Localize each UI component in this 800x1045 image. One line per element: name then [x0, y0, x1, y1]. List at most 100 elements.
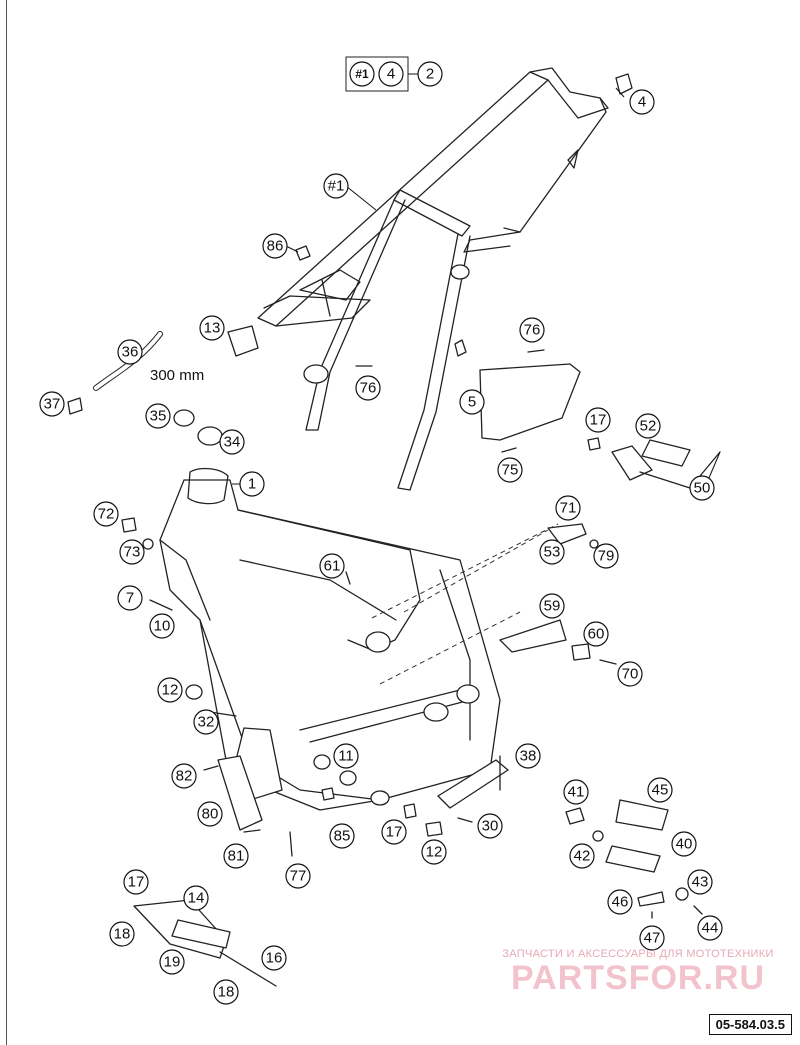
callout-number: 1 — [248, 476, 256, 493]
callout-number: 32 — [198, 714, 215, 731]
callout-circle — [261, 945, 287, 971]
callout-4: 4 — [629, 89, 655, 115]
callout-number: 86 — [267, 238, 284, 255]
diagram-code-label: 05-584.03.5 — [708, 1014, 792, 1035]
subframe-hardware — [67, 73, 721, 489]
callout-number: 81 — [228, 848, 245, 865]
callout-79: 79 — [593, 543, 619, 569]
callout-59: 59 — [539, 593, 565, 619]
callout-number: 5 — [468, 394, 476, 411]
callout-circle — [145, 403, 171, 429]
callout-circle — [323, 173, 349, 199]
callout-circle — [689, 475, 715, 501]
callout-circle — [539, 593, 565, 619]
callout-number: 59 — [544, 598, 561, 615]
callout-number: 71 — [560, 500, 577, 517]
callout-number: 13 — [204, 320, 221, 337]
watermark-subtitle: ЗАПЧАСТИ И АКСЕССУАРЫ ДЛЯ МОТОТЕХНИКИ — [502, 948, 774, 960]
callout-circle — [39, 391, 65, 417]
callout-18b: 18 — [213, 979, 239, 1005]
callout-number: 11 — [338, 748, 354, 765]
callout-61: 61 — [319, 553, 345, 579]
callout-18a: 18 — [109, 921, 135, 947]
callout-77: 77 — [285, 863, 311, 889]
callout-number: 35 — [150, 408, 167, 425]
callout-number: 61 — [324, 558, 341, 575]
callout-number: 45 — [652, 782, 669, 799]
callout-circle — [123, 869, 149, 895]
callout-number: 77 — [290, 868, 307, 885]
callout-circle — [262, 233, 288, 259]
callout-number: 7 — [126, 590, 134, 607]
callout-number: 36 — [122, 344, 139, 361]
callout-circle — [333, 743, 359, 769]
callout-circle — [159, 949, 185, 975]
callout-32: 32 — [193, 709, 219, 735]
callout-37: 37 — [39, 391, 65, 417]
callout-circle — [639, 925, 665, 951]
callout-circle — [519, 317, 545, 343]
assembly-part-label: 2 — [426, 66, 434, 83]
callout-number: 52 — [640, 418, 657, 435]
callout-44: 44 — [697, 915, 723, 941]
assembly-qty-label: 4 — [387, 66, 395, 83]
callout-circle — [629, 89, 655, 115]
callout-38: 38 — [515, 743, 541, 769]
callout-number: 53 — [544, 544, 561, 561]
callout-circle — [381, 819, 407, 845]
callout-60: 60 — [583, 621, 609, 647]
callout-41: 41 — [563, 779, 589, 805]
callout-circle — [239, 471, 265, 497]
callout-number: 72 — [98, 506, 115, 523]
callout-82: 82 — [171, 763, 197, 789]
callout-71: 71 — [555, 495, 581, 521]
callout-circle — [355, 375, 381, 401]
callout-17b: 17 — [381, 819, 407, 845]
callout-number: 37 — [44, 396, 61, 413]
callout-number: 70 — [622, 666, 639, 683]
callout-number: 17 — [386, 824, 403, 841]
callout-number: 18 — [218, 984, 235, 1001]
frame-hardware — [121, 517, 617, 857]
callout-number: 41 — [568, 784, 585, 801]
callout-number: 50 — [694, 480, 711, 497]
callout-circle — [157, 677, 183, 703]
callout-circle — [93, 501, 119, 527]
callout-53: 53 — [539, 539, 565, 565]
callout-52: 52 — [635, 413, 661, 439]
callout-number: 44 — [702, 920, 719, 937]
main-frame-drawing — [159, 467, 501, 831]
callout-number: 79 — [598, 548, 615, 565]
callout-number: 85 — [334, 828, 351, 845]
callout-circle — [459, 389, 485, 415]
callout-19: 19 — [159, 949, 185, 975]
callout-circle — [607, 889, 633, 915]
callout-1: 1 — [239, 471, 265, 497]
callout-43: 43 — [687, 869, 713, 895]
watermark-logo: PARTSFOR.RU — [510, 959, 766, 997]
callout-circle — [497, 457, 523, 483]
callout-number: 17 — [128, 874, 145, 891]
callout-42: 42 — [569, 843, 595, 869]
callout-number: 73 — [124, 544, 141, 561]
callout-circle — [109, 921, 135, 947]
callout-circle — [555, 495, 581, 521]
callout-number: 46 — [612, 894, 629, 911]
callout-number: 19 — [164, 954, 181, 971]
callout-5: 5 — [459, 389, 485, 415]
callout-number: 12 — [426, 844, 443, 861]
callout-circle — [329, 823, 355, 849]
callout-number: 14 — [188, 890, 205, 907]
callout-circle — [421, 839, 447, 865]
callout-circle — [119, 539, 145, 565]
callout-circle — [183, 885, 209, 911]
callout-circle — [149, 613, 175, 639]
callout-46: 46 — [607, 889, 633, 915]
callout-7: 7 — [117, 585, 143, 611]
callout-73: 73 — [119, 539, 145, 565]
callout-76a: 76 — [519, 317, 545, 343]
assembly-reference-box: #1 4 2 — [345, 56, 443, 92]
callout-70: 70 — [617, 661, 643, 687]
callout-85: 85 — [329, 823, 355, 849]
callout-36: 36 — [117, 339, 143, 365]
